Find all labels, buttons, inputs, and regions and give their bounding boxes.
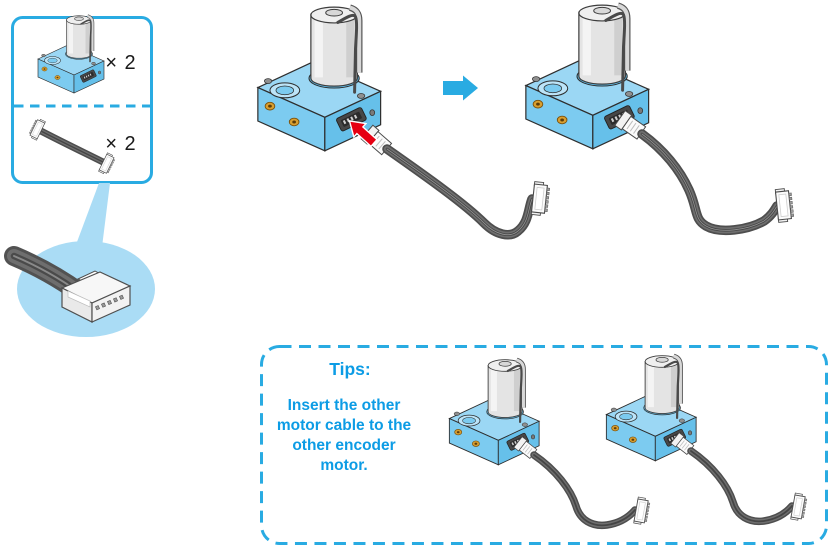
callout-wedge — [74, 183, 110, 250]
tips-box-border — [260, 345, 828, 545]
step-before-illustration — [258, 7, 551, 235]
red-insert-arrow-icon — [348, 120, 378, 148]
motor-cable — [387, 149, 532, 235]
next-step-arrow-icon — [443, 75, 478, 101]
cable-connector-closeup — [14, 183, 155, 337]
tips-text-line: motor cable to the — [277, 417, 412, 434]
cable-end-connector — [774, 187, 795, 223]
tips-text-line: motor. — [320, 457, 367, 474]
closeup-connector — [60, 270, 132, 323]
cable-quantity-label: × 2 — [105, 133, 136, 155]
parts-box: × 2 × 2 — [11, 14, 153, 184]
motor-cable — [642, 134, 777, 230]
tips-box: Tips: Insert the other motor cable to th… — [260, 345, 828, 545]
motor-quantity-label: × 2 — [105, 52, 136, 74]
cable-end-connector — [530, 181, 551, 217]
tips-title: Tips: — [329, 359, 371, 379]
step-after-illustration — [526, 5, 795, 230]
tips-text-line: Insert the other — [288, 397, 401, 414]
tips-text-line: other encoder — [292, 437, 395, 454]
